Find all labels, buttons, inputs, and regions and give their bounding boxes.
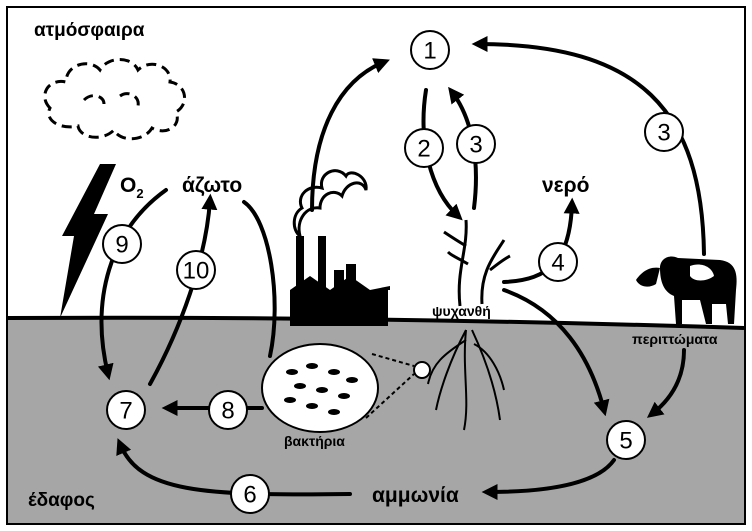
water-label: νερό	[542, 174, 589, 197]
plants-label: ψυχανθή	[432, 303, 491, 319]
arrow-droppings-to-5	[646, 348, 686, 418]
step-2: 2	[404, 128, 444, 168]
bacteria-cells	[284, 363, 358, 415]
lightning-icon	[60, 164, 116, 318]
diagram-border	[6, 6, 746, 525]
arrow-nitrogen-to-bacteria	[242, 200, 277, 358]
atmosphere-label: ατμόσφαιρα	[34, 20, 145, 41]
svg-text:5: 5	[619, 428, 632, 455]
arrow-cow-to-1	[471, 36, 706, 256]
arrow-6-to-7	[116, 438, 352, 497]
step-4: 4	[538, 242, 578, 282]
arrow-lightning-to-7	[97, 188, 168, 381]
svg-text:10: 10	[183, 258, 210, 285]
svg-text:2: 2	[417, 136, 430, 163]
soil-label: έδαφος	[28, 490, 95, 511]
step-8: 8	[208, 390, 248, 430]
svg-text:4: 4	[551, 250, 564, 277]
svg-text:9: 9	[115, 232, 128, 259]
zoom-line-top	[371, 353, 415, 367]
ground-area	[8, 317, 744, 524]
plants-icon	[443, 219, 511, 307]
step-10: 10	[176, 250, 216, 290]
step-7: 7	[106, 390, 146, 430]
roots-icon	[427, 329, 505, 431]
step-5: 5	[606, 420, 646, 460]
zoom-line-bottom	[365, 373, 415, 419]
svg-text:6: 6	[243, 482, 256, 509]
factory-icon	[290, 236, 390, 326]
step-1: 1	[410, 30, 450, 70]
cloud-icon	[43, 58, 186, 141]
ammonia-label: αμμωνία	[372, 484, 459, 507]
arrow-7-to-nitrogen	[148, 193, 218, 386]
step-9: 9	[102, 224, 142, 264]
svg-text:8: 8	[221, 398, 234, 425]
bacteria-label: βακτήρια	[284, 433, 345, 449]
root-nodule	[413, 361, 431, 379]
nitrogen-label: άζωτο	[182, 174, 242, 197]
arrow-5-to-ammonia	[481, 458, 616, 500]
arrow-factory-to-1	[310, 58, 390, 212]
step-3-cow: 3	[644, 112, 684, 152]
svg-text:1: 1	[423, 38, 436, 65]
svg-text:7: 7	[119, 398, 132, 425]
svg-text:3: 3	[469, 132, 482, 159]
arrow-plants-to-5	[502, 288, 610, 417]
droppings-label: περιττώματα	[632, 331, 718, 347]
svg-text:3: 3	[657, 120, 670, 147]
step-6: 6	[230, 474, 270, 514]
smoke-icon	[292, 169, 368, 240]
oxygen-label: O2	[120, 174, 144, 201]
step-3-plants: 3	[456, 124, 496, 164]
cow-icon	[636, 256, 737, 324]
